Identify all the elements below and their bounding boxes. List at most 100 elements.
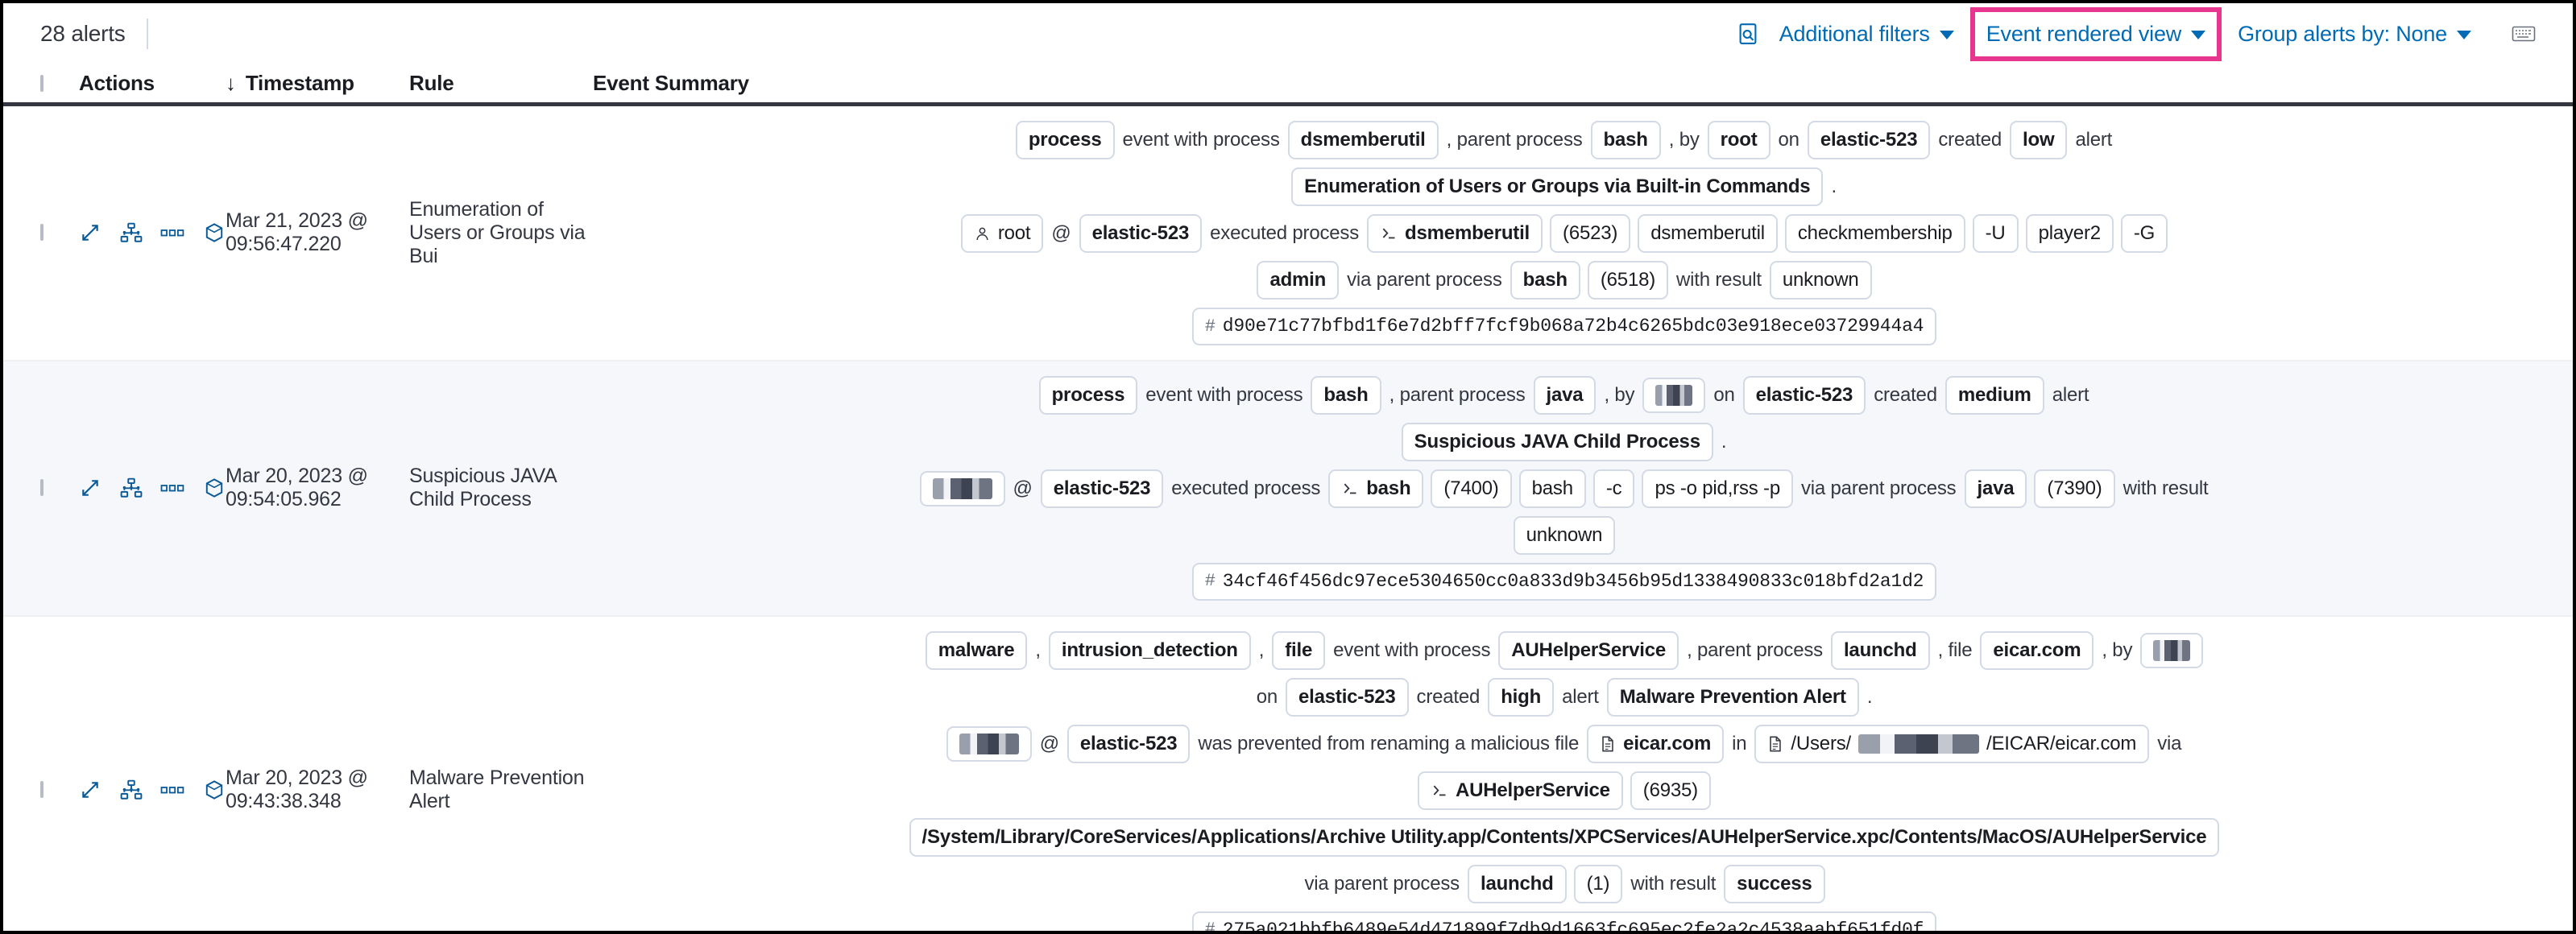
summary-chip[interactable]: launchd	[1830, 630, 1930, 670]
column-header-actions[interactable]: Actions	[79, 71, 155, 95]
group-alerts-by-button[interactable]: Group alerts by: None	[2225, 15, 2484, 53]
summary-chip[interactable]: root	[1707, 121, 1770, 159]
more-actions-icon[interactable]	[160, 778, 184, 802]
summary-chip[interactable]: elastic-523	[1079, 214, 1203, 253]
expand-icon[interactable]	[79, 778, 102, 802]
summary-chip[interactable]: high	[1488, 677, 1555, 717]
analyzer-icon[interactable]	[120, 778, 143, 802]
session-view-icon[interactable]	[202, 476, 226, 500]
select-all-checkbox[interactable]	[40, 74, 43, 92]
summary-chip[interactable]: dsmemberutil	[1287, 121, 1439, 159]
summary-chip[interactable]: java	[1533, 375, 1597, 415]
analyzer-icon	[120, 779, 143, 800]
column-header-rule[interactable]: Rule	[409, 71, 454, 95]
summary-chip[interactable]: elastic-523	[1066, 724, 1191, 763]
row-select-checkbox[interactable]	[40, 780, 43, 798]
summary-chip[interactable]: root	[960, 214, 1044, 253]
summary-chip[interactable]: #d90e71c77bfbd1f6e7d2bff7fcf9b068a72b4c6…	[1191, 308, 1937, 345]
analyzer-icon	[120, 223, 143, 243]
summary-line: #34cf46f456dc97ece5304650cc0a833d9b3456b…	[593, 562, 2536, 601]
summary-chip[interactable]: admin	[1257, 261, 1340, 300]
summary-chip[interactable]: bash	[1510, 261, 1580, 300]
summary-chip[interactable]	[946, 725, 1032, 762]
summary-chip[interactable]: medium	[1944, 375, 2044, 415]
summary-chip[interactable]: success	[1724, 864, 1825, 903]
row-select-checkbox[interactable]	[40, 479, 43, 497]
summary-chip[interactable]: process	[1015, 121, 1115, 159]
summary-chip[interactable]: player2	[2025, 214, 2114, 253]
summary-chip[interactable]: (6935)	[1630, 771, 1711, 810]
row-actions-cell	[79, 476, 226, 500]
summary-chip[interactable]: (7400)	[1431, 469, 1512, 508]
summary-chip[interactable]: Suspicious JAVA Child Process	[1401, 422, 1713, 461]
more-actions-icon[interactable]	[160, 221, 184, 245]
summary-chip[interactable]	[2140, 632, 2204, 668]
chip-label: admin	[1269, 269, 1327, 291]
summary-chip[interactable]: eicar.com	[1587, 724, 1725, 763]
summary-chip[interactable]: bash	[1590, 121, 1661, 159]
expand-icon[interactable]	[79, 221, 102, 245]
chip-label: eicar.com	[1993, 639, 2081, 661]
more-actions-icon[interactable]	[160, 476, 184, 500]
summary-chip[interactable]: #34cf46f456dc97ece5304650cc0a833d9b3456b…	[1191, 562, 1937, 601]
summary-chip[interactable]: file	[1272, 630, 1326, 670]
summary-chip[interactable]: /System/Library/CoreServices/Application…	[909, 817, 2220, 857]
summary-chip[interactable]	[1642, 377, 1706, 413]
summary-chip[interactable]: #275a021bbfb6489e54d471899f7db9d1663fc69…	[1191, 911, 1937, 931]
summary-chip[interactable]: eicar.com	[1980, 630, 2094, 670]
summary-chip[interactable]: elastic-523	[1040, 469, 1164, 508]
session-view-icon[interactable]	[202, 778, 226, 802]
summary-chip[interactable]: elastic-523	[1285, 677, 1409, 717]
summary-chip[interactable]: launchd	[1467, 864, 1567, 903]
inspect-icon[interactable]	[1729, 15, 1766, 52]
summary-chip[interactable]: -c	[1592, 469, 1635, 508]
summary-chip[interactable]: Enumeration of Users or Groups via Built…	[1291, 167, 1824, 206]
summary-chip[interactable]: dsmemberutil	[1638, 214, 1778, 253]
event-rendered-view-button[interactable]: Event rendered view	[1986, 22, 2206, 47]
summary-chip[interactable]: ps -o pid,rss -p	[1642, 469, 1793, 508]
summary-chip[interactable]: process	[1038, 375, 1138, 415]
row-select-cell	[40, 780, 79, 798]
expand-icon[interactable]	[79, 476, 102, 500]
column-header-timestamp[interactable]: ↓ Timestamp	[226, 71, 409, 96]
summary-chip[interactable]: dsmemberutil	[1367, 214, 1543, 253]
additional-filters-button[interactable]: Additional filters	[1766, 15, 1967, 53]
summary-chip[interactable]	[919, 470, 1005, 506]
summary-chip[interactable]: (6518)	[1587, 261, 1669, 300]
more-actions-icon	[160, 485, 184, 492]
column-header-event-summary[interactable]: Event Summary	[593, 71, 749, 95]
summary-chip[interactable]: (7390)	[2034, 469, 2115, 508]
summary-chip[interactable]: elastic-523	[1742, 375, 1866, 415]
chip-label: launchd	[1843, 639, 1917, 661]
summary-chip[interactable]: AUHelperService	[1498, 630, 1679, 670]
summary-chip[interactable]: /Users//EICAR/eicar.com	[1754, 724, 2150, 763]
summary-chip[interactable]: low	[2010, 121, 2068, 159]
summary-chip[interactable]: bash	[1518, 469, 1586, 508]
chevron-down-icon	[1939, 31, 1954, 39]
analyzer-icon[interactable]	[120, 476, 143, 500]
keyboard-icon[interactable]	[2512, 24, 2536, 43]
summary-chip[interactable]: intrusion_detection	[1048, 630, 1251, 670]
summary-chip[interactable]: -U	[1972, 214, 2019, 253]
summary-chip[interactable]: (1)	[1573, 864, 1623, 903]
summary-chip[interactable]: elastic-523	[1807, 121, 1931, 159]
session-view-icon[interactable]	[202, 221, 226, 245]
summary-chip[interactable]: bash	[1311, 375, 1381, 415]
row-select-checkbox[interactable]	[40, 224, 43, 242]
summary-chip[interactable]: checkmembership	[1784, 214, 1965, 253]
summary-chip[interactable]: (6523)	[1550, 214, 1631, 253]
chip-label: checkmembership	[1797, 222, 1953, 244]
summary-chip[interactable]: Malware Prevention Alert	[1606, 677, 1859, 717]
summary-chip[interactable]: bash	[1328, 469, 1424, 508]
summary-chip[interactable]: AUHelperService	[1418, 771, 1623, 810]
summary-chip[interactable]: malware	[925, 630, 1028, 670]
summary-chip[interactable]: -G	[2120, 214, 2168, 253]
analyzer-icon[interactable]	[120, 221, 143, 245]
summary-chip[interactable]: unknown	[1769, 261, 1872, 300]
summary-chip[interactable]: java	[1964, 469, 2027, 508]
summary-chip[interactable]: unknown	[1513, 515, 1616, 555]
